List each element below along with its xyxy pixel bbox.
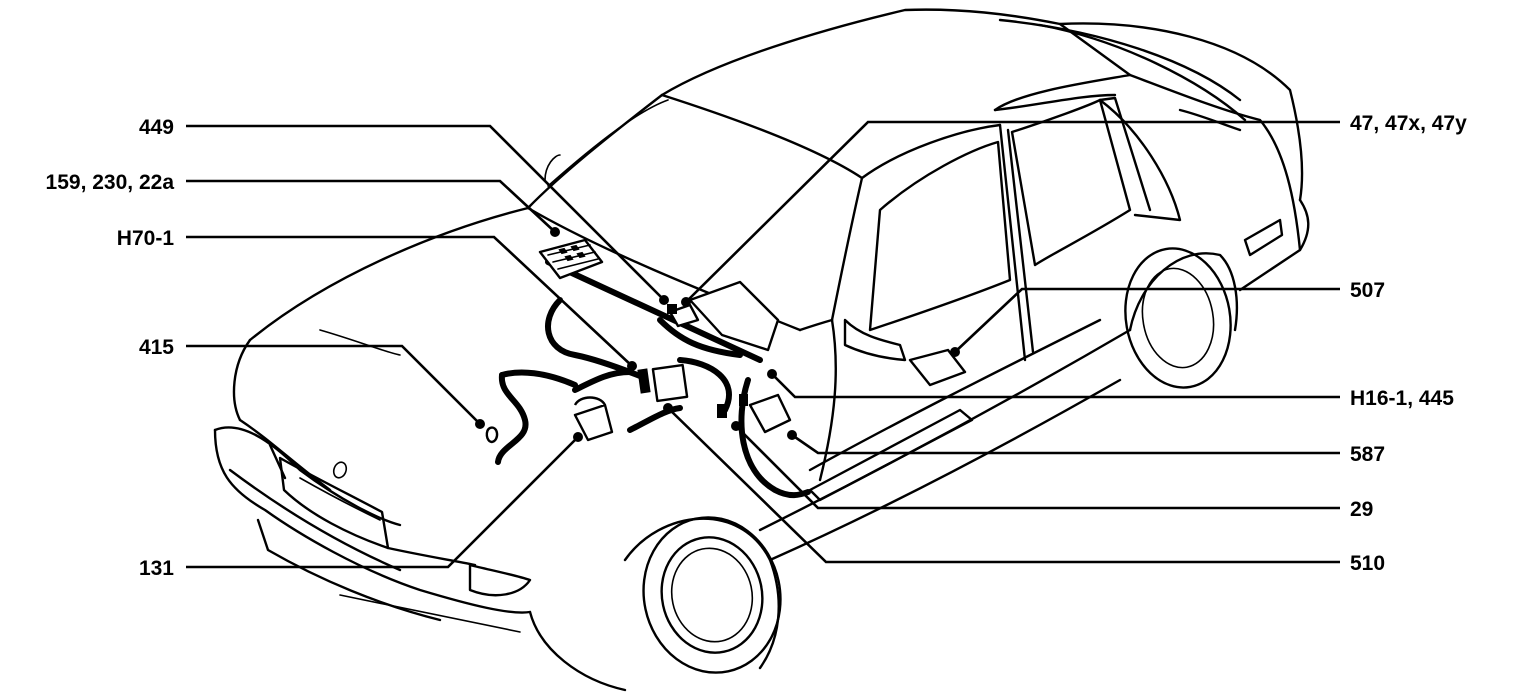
- leader-507: [954, 287, 1340, 353]
- leader-h16: [771, 373, 1340, 399]
- dot-507: [950, 347, 960, 357]
- leader-510: [667, 407, 1340, 564]
- dot-29: [731, 421, 741, 431]
- central-unit-h70: [651, 363, 689, 403]
- dot-131: [573, 432, 583, 442]
- label-415: 415: [139, 336, 174, 359]
- leader-449: [186, 124, 665, 301]
- labels: 449 159, 230, 22a H70-1 415 131 47, 47x,…: [46, 112, 1468, 580]
- label-h16-1-445: H16-1, 445: [1350, 387, 1454, 410]
- leader-47: [685, 120, 1340, 303]
- components: [485, 238, 967, 444]
- label-29: 29: [1350, 498, 1373, 521]
- leader-29: [735, 425, 1340, 510]
- door-unit-507: [908, 348, 967, 387]
- dot-h70: [627, 361, 637, 371]
- leader-h70: [186, 235, 633, 367]
- leader-415: [186, 344, 481, 425]
- wiring-harness: [495, 259, 811, 499]
- label-47-47x-47y: 47, 47x, 47y: [1350, 112, 1467, 135]
- dot-159: [550, 227, 560, 237]
- control-unit-47: [688, 280, 780, 352]
- dot-47: [681, 297, 691, 307]
- leader-587: [791, 433, 1340, 455]
- sensor-415: [485, 426, 499, 444]
- label-h70-1: H70-1: [117, 227, 175, 250]
- leader-131: [186, 436, 579, 569]
- component-131: [573, 403, 614, 442]
- car-body: [213, 8, 1310, 692]
- label-510: 510: [1350, 552, 1385, 575]
- label-507: 507: [1350, 279, 1385, 302]
- dot-449: [659, 295, 669, 305]
- label-131: 131: [139, 557, 174, 580]
- dot-h16: [767, 369, 777, 379]
- dot-415: [475, 419, 485, 429]
- label-159-230-22a: 159, 230, 22a: [46, 171, 175, 194]
- label-587: 587: [1350, 443, 1385, 466]
- dot-510: [663, 403, 673, 413]
- label-449: 449: [139, 116, 174, 139]
- dot-587: [787, 430, 797, 440]
- module-587: [748, 393, 792, 434]
- leader-lines: [186, 120, 1340, 569]
- leader-159: [186, 179, 556, 233]
